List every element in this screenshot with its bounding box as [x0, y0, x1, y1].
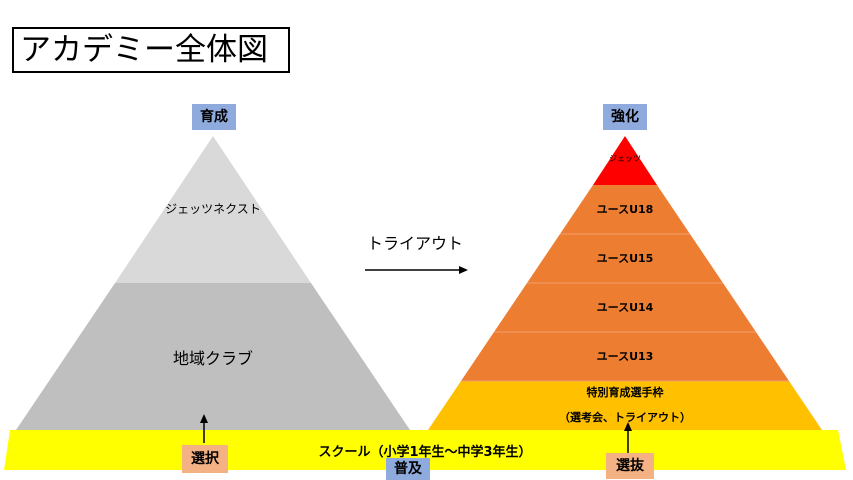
- tier-separators: [461, 233, 789, 382]
- right-pyramid-tier-u13: [461, 332, 789, 381]
- tier-label-u14: ユースU14: [596, 301, 654, 314]
- tryout-label: トライアウト: [366, 234, 463, 253]
- right-pyramid-tier-u14: [494, 283, 756, 332]
- tier-label-jets: ジェッツ: [609, 154, 641, 163]
- senbatsu-label: 選抜: [606, 453, 654, 479]
- tryout-arrow: [365, 266, 468, 274]
- sentaku-label: 選択: [182, 445, 228, 473]
- right-pyramid-tier-u18: [560, 185, 690, 234]
- jets-next-label: ジェッツネクスト: [165, 202, 261, 216]
- ikusei-label: 育成: [192, 104, 236, 130]
- kyouka-label: 強化: [603, 104, 647, 130]
- chiiki-club-label: 地域クラブ: [172, 349, 253, 368]
- left-pyramid-bottom-tier: [16, 283, 410, 430]
- tier-label-u15: ユースU15: [596, 252, 654, 265]
- fukyu-label: 普及: [386, 458, 430, 480]
- right-pyramid-special-tier: [428, 381, 822, 430]
- tier-label-u13: ユースU13: [596, 350, 654, 363]
- special-tier-label-line2: （選考会、トライアウト）: [559, 411, 691, 424]
- left-pyramid-top-tier: [115, 136, 311, 283]
- tier-label-u18: ユースU18: [596, 203, 654, 216]
- senbatsu-up-arrow: [624, 422, 632, 455]
- special-tier-label-line1: 特別育成選手枠: [586, 386, 664, 399]
- right-pyramid-tier-u15: [527, 234, 723, 283]
- page-title: アカデミー全体図: [12, 27, 290, 73]
- right-pyramid-top-tier: [593, 136, 657, 185]
- sentaku-up-arrow: [200, 414, 208, 443]
- school-band-label: スクール（小学1年生～中学3年生）: [318, 445, 532, 460]
